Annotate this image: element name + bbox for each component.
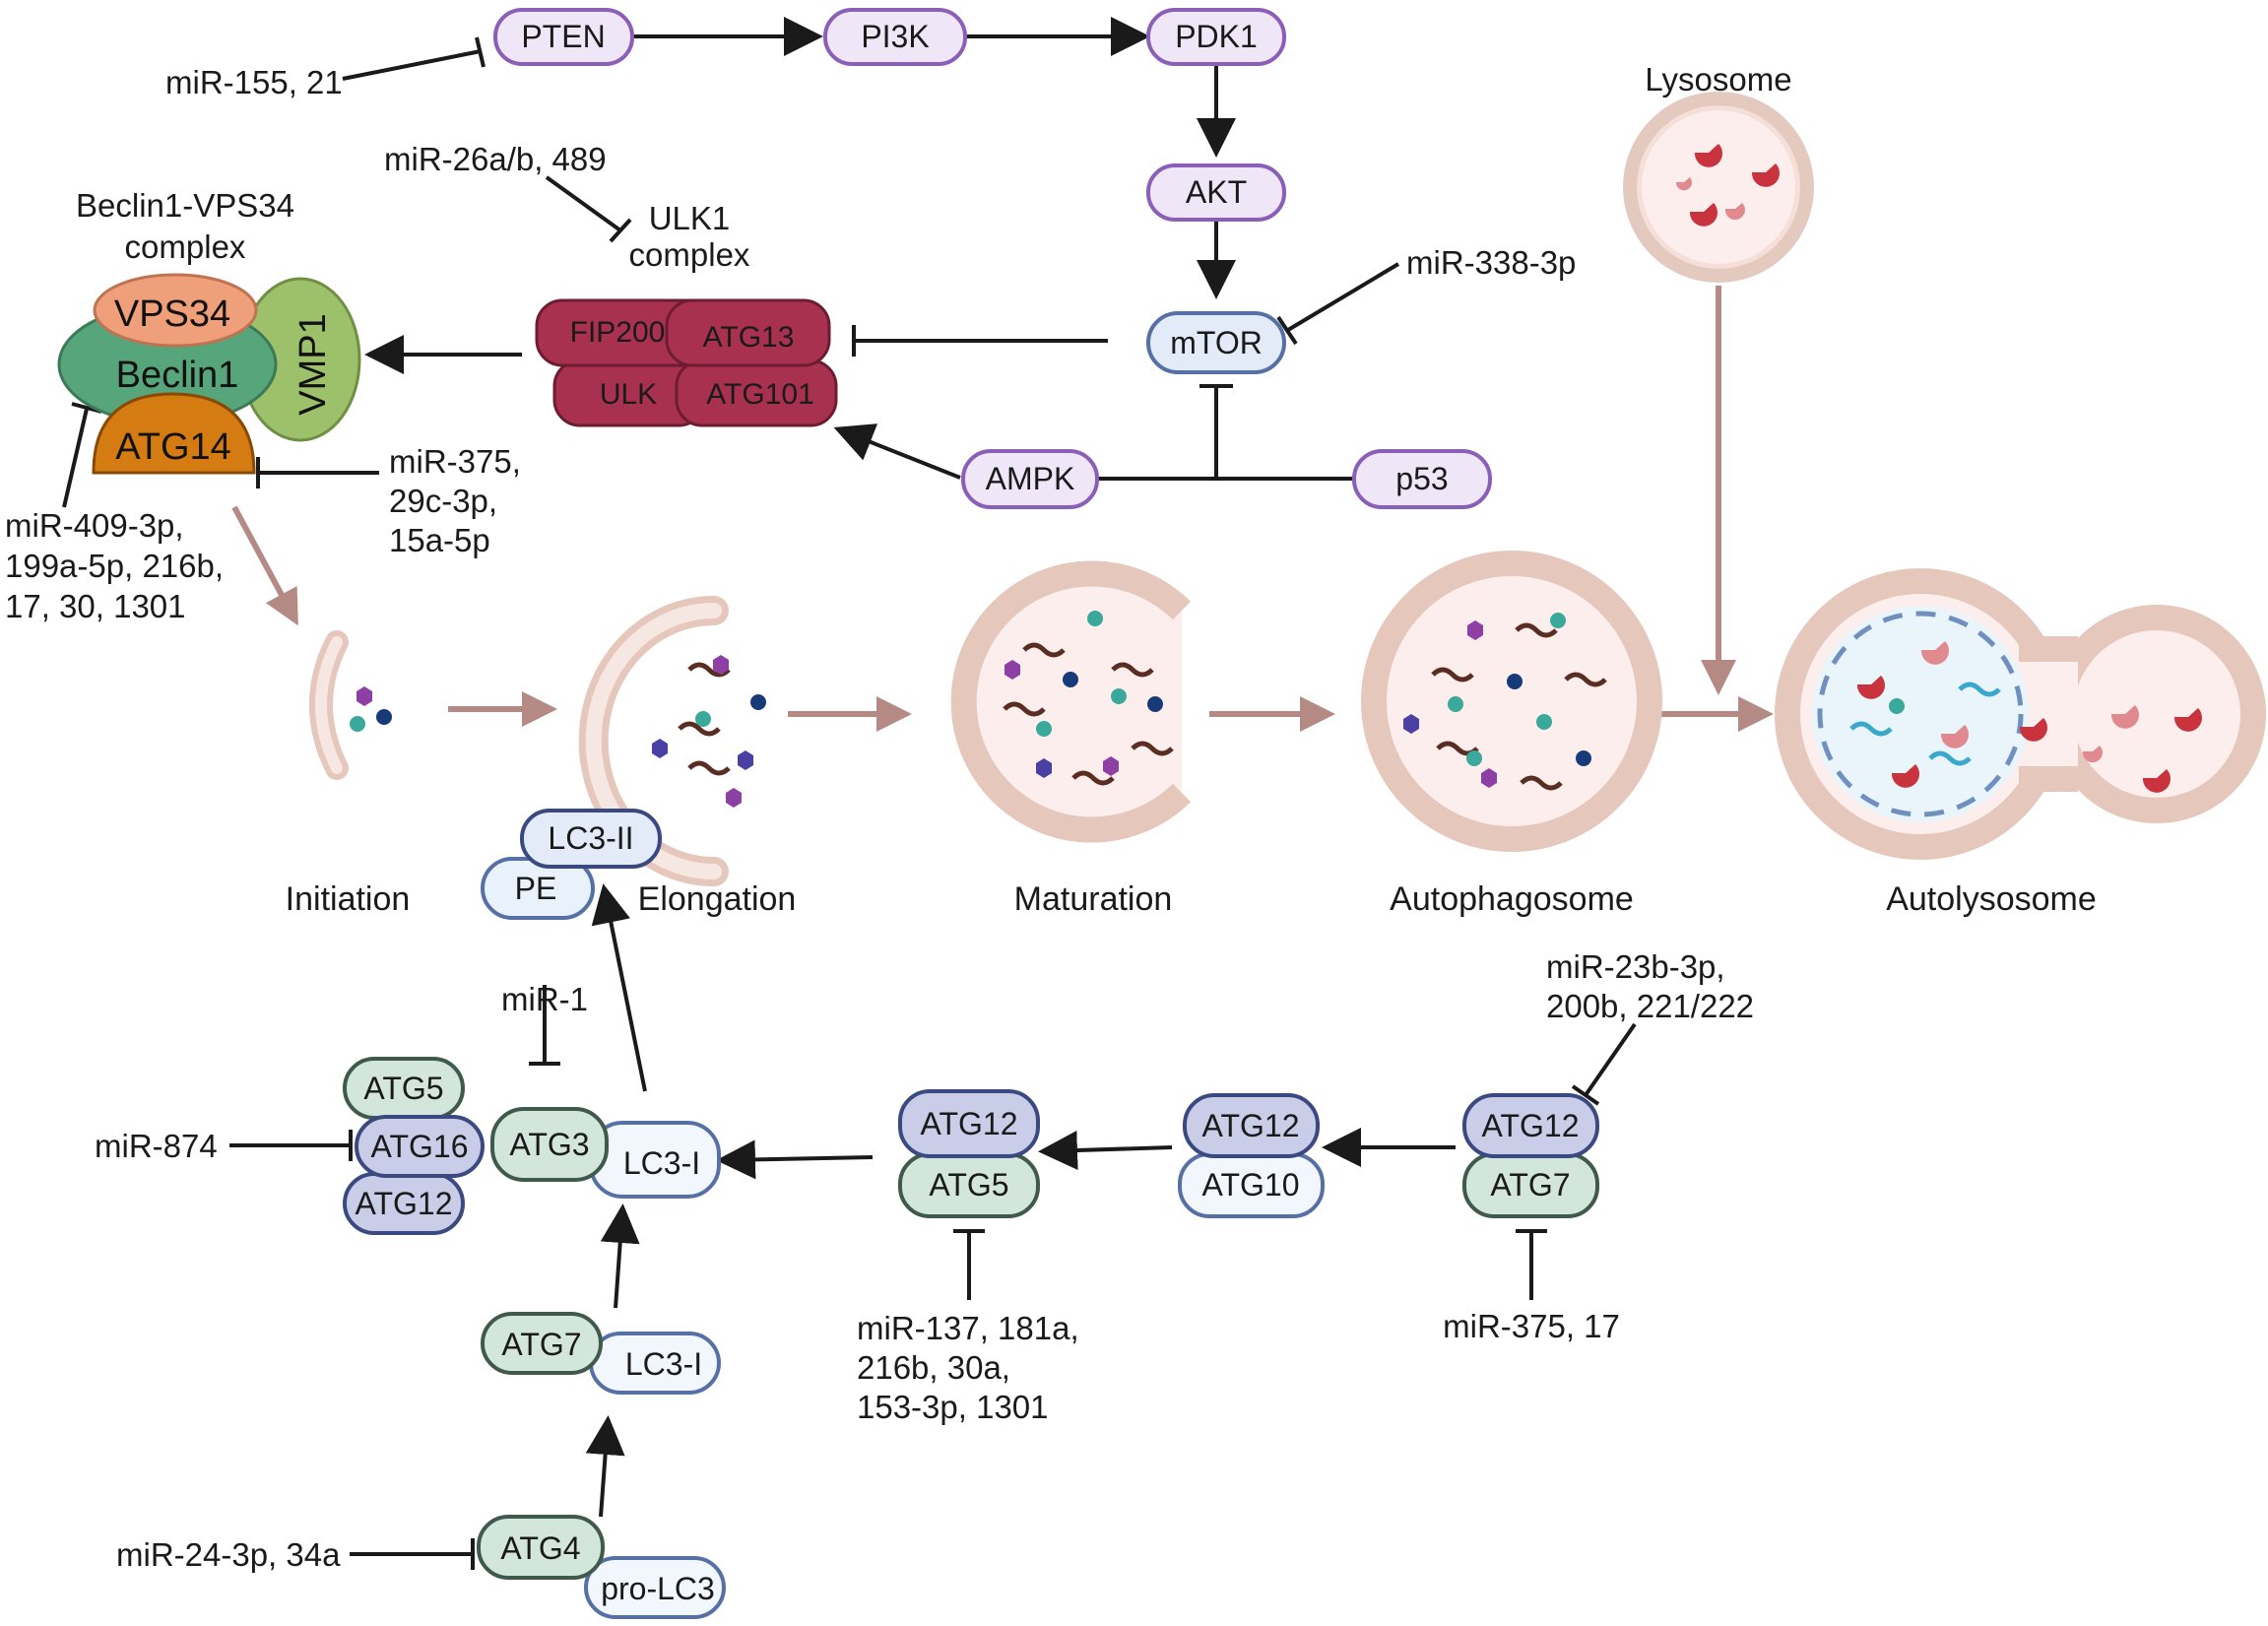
akt-node: AKT [1146,163,1286,222]
atg101-label: ATG101 [706,378,814,411]
autolysosome-enzyme-icons [1856,641,2202,793]
conjugation-connectors [585,883,1456,1518]
svg-text:mTOR: mTOR [1170,325,1263,360]
mir409-label-1: miR-409-3p, [5,507,184,544]
mir409-label-3: 17, 30, 1301 [5,588,186,624]
mir375b-label: miR-375, 17 [1443,1308,1620,1344]
autophagosome-vesicle [1361,551,1662,852]
svg-text:p53: p53 [1395,461,1448,496]
mir874-label: miR-874 [95,1128,218,1164]
initiation-phagophore [309,630,392,780]
svg-text:PI3K: PI3K [861,19,929,54]
pdk1-node: PDK1 [1146,8,1286,66]
lc3ii-label: LC3-II [548,820,633,856]
atg4-label: ATG4 [500,1530,580,1566]
atg7-lc3i-complex: ATG7 LC3-I [481,1312,721,1395]
maturation-vesicle [950,560,1192,843]
autophagosome-label: Autophagosome [1390,880,1634,918]
atg12-left-label: ATG12 [356,1186,453,1221]
atg12-right-label: ATG12 [1202,1108,1300,1143]
mir338-label: miR-338-3p [1406,244,1576,281]
lc3i-mid-label: LC3-I [625,1346,702,1382]
mir26-label: miR-26a/b, 489 [384,141,607,177]
maturation-label: Maturation [1014,880,1173,918]
atg5-atg16-atg12-complex: ATG5 ATG16 ATG12 ATG3 LC3-I [343,1057,721,1235]
autolysosome-label: Autolysosome [1886,880,2097,918]
beclin1-label: Beclin1 [116,355,239,396]
mir409-label-2: 199a-5p, 216b, [5,548,224,584]
elongation-label: Elongation [638,880,797,918]
stage-arrows [231,286,1774,732]
atg12-atg7-complex: ATG12 ATG7 [1462,1093,1599,1218]
lysosome-enzyme-icons [1675,144,1780,227]
svg-text:PTEN: PTEN [521,19,605,54]
prolc3-label: pro-LC3 [601,1571,715,1606]
mir137-label-3: 153-3p, 1301 [857,1389,1049,1425]
pe-label: PE [515,871,557,906]
atg10-label: ATG10 [1202,1167,1300,1203]
elongation-phagophore [578,596,766,886]
lysosome-label: Lysosome [1645,61,1791,98]
mir137-label-1: miR-137, 181a, [857,1310,1079,1346]
mirna-labels: miR-155, 21 miR-26a/b, 489 miR-338-3p mi… [5,64,1754,1573]
lc3i-top-label: LC3-I [623,1145,700,1181]
pten-node: PTEN [493,8,634,66]
atg16-label: ATG16 [371,1129,469,1164]
atg7-left-label: ATG7 [501,1327,581,1362]
mir23b-label-1: miR-23b-3p, [1546,948,1725,985]
ulk-label: ULK [600,378,657,411]
atg12-atg5-complex: ATG12 ATG5 [898,1089,1040,1218]
mir155-label: miR-155, 21 [165,64,343,100]
beclin-title: Beclin1-VPS34 [76,187,294,224]
p53-node: p53 [1352,449,1492,509]
svg-text:AMPK: AMPK [986,461,1075,496]
atg4-prolc3-complex: ATG4 pro-LC3 [477,1515,726,1619]
mirna-inhibition-lines [62,36,1637,1570]
atg5-mid-label: ATG5 [929,1167,1008,1203]
fip200-label: FIP200 [570,316,666,349]
vmp1-label: VMP1 [292,313,334,415]
beclin-title-2: complex [125,228,246,265]
ulk1-title: ULK1 [649,200,731,236]
svg-text:PDK1: PDK1 [1175,19,1258,54]
signaling-connectors [364,17,1354,481]
atg12-mid-label: ATG12 [921,1106,1018,1141]
atg12-atg10-complex: ATG12 ATG10 [1178,1093,1325,1218]
autolysosome-vesicle [1775,568,2266,860]
atg7-right-label: ATG7 [1490,1167,1570,1203]
beclin1-vps34-complex: Beclin1-VPS34 complex VPS34 Beclin1 ATG1… [57,187,361,475]
atg14-label: ATG14 [115,426,231,468]
atg13-label: ATG13 [703,321,795,354]
svg-text:AKT: AKT [1186,174,1247,210]
atg3-label: ATG3 [509,1127,589,1162]
mir137-label-2: 216b, 30a, [857,1349,1010,1386]
mir375a-label-3: 15a-5p [389,522,490,558]
pi3k-node: PI3K [823,8,967,66]
atg5-top-label: ATG5 [363,1071,443,1106]
ulk1-title-2: complex [629,236,750,273]
lc3ii-pe-complex: LC3-II PE [481,809,662,920]
mir375a-label-1: miR-375, [389,443,521,480]
ulk1-complex: ULK1 complex FIP200 ATG13 ULK ATG101 [535,200,838,427]
stage-labels: Initiation Elongation Maturation Autopha… [286,880,2097,918]
initiation-label: Initiation [286,880,411,918]
atg12-far-label: ATG12 [1482,1108,1580,1143]
lysosome: Lysosome [1623,61,1814,283]
mir1-label: miR-1 [501,981,588,1017]
vps34-label: VPS34 [114,293,230,335]
ampk-node: AMPK [961,449,1099,509]
mir375a-label-2: 29c-3p, [389,483,497,519]
mir24-label: miR-24-3p, 34a [116,1536,341,1573]
mir23b-label-2: 200b, 221/222 [1546,988,1754,1024]
mtor-node: mTOR [1146,311,1286,374]
